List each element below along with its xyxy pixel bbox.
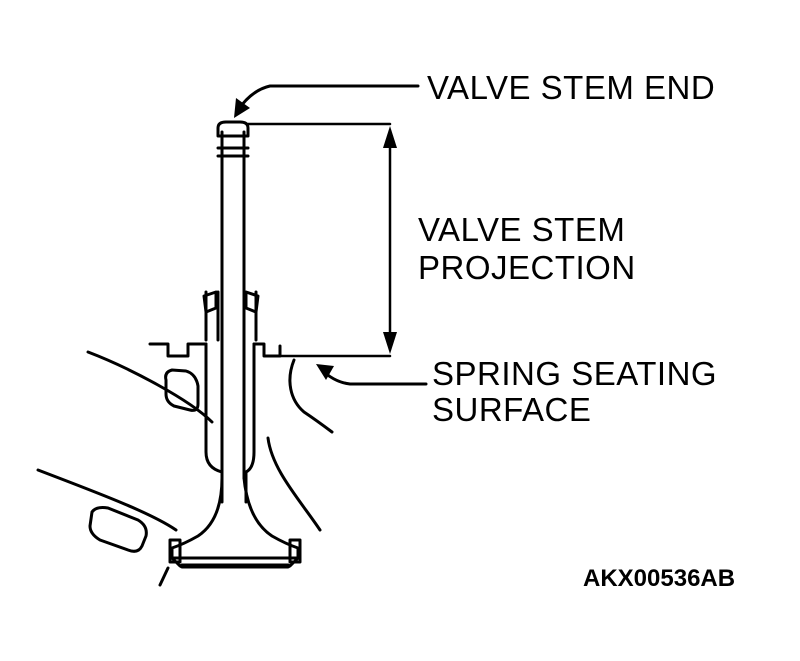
cylinder-head-lower-outline — [36, 468, 178, 532]
port-opening-upper — [164, 368, 200, 412]
valve-stem-seal — [204, 290, 258, 342]
leader-arrowhead-stem-end — [234, 98, 250, 118]
spring-seating-surface — [148, 342, 208, 358]
figure-code: AKX00536AB — [583, 565, 736, 592]
label-valve-stem-end: VALVE STEM END — [427, 69, 716, 106]
cylinder-head-edge — [158, 566, 170, 587]
valve-seat-right — [288, 538, 302, 564]
dimension-arrowhead-top — [383, 126, 397, 148]
spring-seating-surface-right — [252, 342, 282, 358]
valve-guide — [204, 342, 224, 504]
leader-spring-seating — [320, 368, 428, 386]
casting-contour-bottom — [266, 436, 322, 532]
label-valve-stem-projection-line1: VALVE STEM — [418, 211, 626, 248]
port-opening-lower — [88, 506, 148, 553]
label-spring-seating-surface-line1: SPRING SEATING — [432, 355, 718, 392]
cylinder-head-outline — [86, 350, 214, 424]
valve-neck — [170, 476, 300, 560]
leader-valve-stem-end — [236, 84, 420, 112]
valve-guide-right — [244, 342, 256, 504]
valve-stem-seal-cap — [202, 290, 260, 314]
label-spring-seating-surface-line2: SURFACE — [432, 391, 592, 428]
label-valve-stem-projection-line2: PROJECTION — [418, 249, 636, 286]
valve-seat-left — [168, 538, 182, 564]
dimension-arrowhead-bottom — [383, 332, 397, 354]
valve-stem — [220, 130, 246, 480]
valve-stem-groove — [216, 146, 250, 158]
casting-contour-right — [288, 358, 334, 434]
valve-stem-end — [216, 120, 250, 138]
leader-arrowhead-spring-seating — [316, 364, 334, 380]
